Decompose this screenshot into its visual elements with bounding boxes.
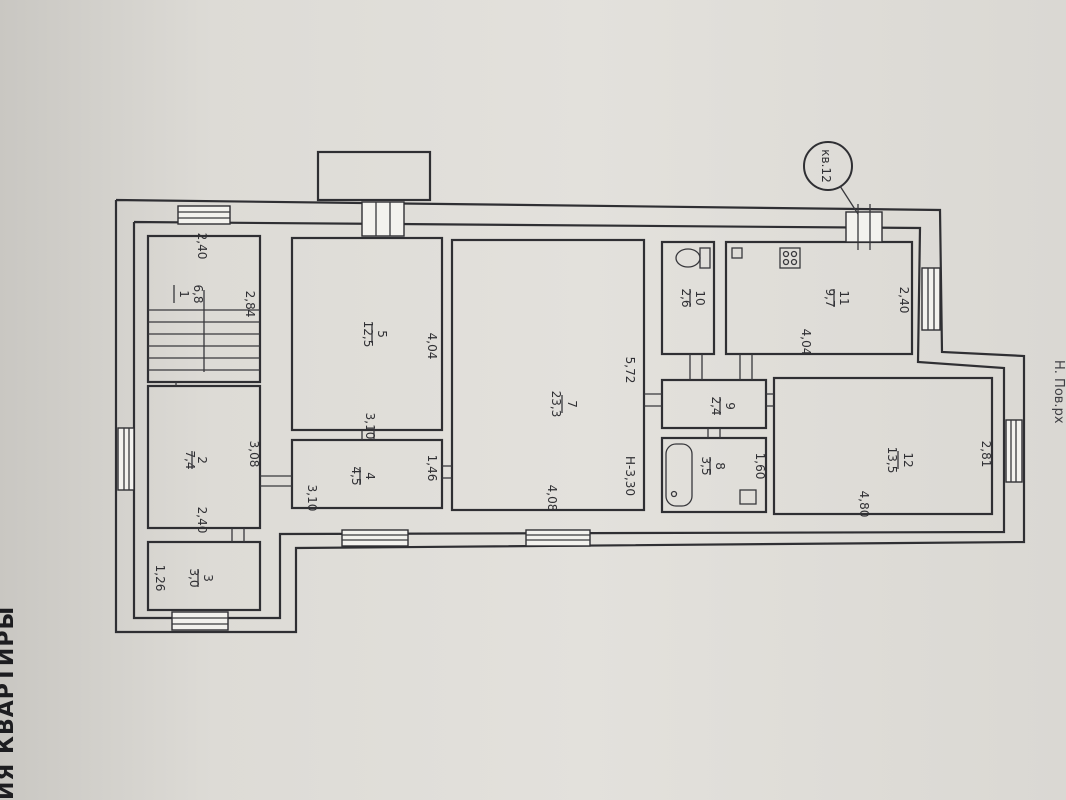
room-walls xyxy=(146,234,994,612)
room-number: 1 xyxy=(177,290,191,298)
room-number: 8 xyxy=(713,462,727,470)
room-area: 12,5 xyxy=(361,321,375,348)
entrance-door-top-right xyxy=(845,204,883,250)
room-area: 6,8 xyxy=(191,284,205,303)
dimension-label: 4,80 xyxy=(857,491,871,518)
room-number: 11 xyxy=(837,290,851,305)
window-left-room-2 xyxy=(117,427,135,491)
room-number: 7 xyxy=(565,400,579,408)
dimension-label: 1,60 xyxy=(753,453,767,480)
dimension-label: 4,08 xyxy=(545,485,559,512)
windows xyxy=(117,201,1023,631)
apartment-badge: кв.12 xyxy=(803,141,859,215)
right-edge-text-fragment: Н. Пов.рх xyxy=(1051,360,1066,424)
room-4-walls xyxy=(290,438,444,510)
dimension-label: 3,10 xyxy=(363,413,377,440)
room-area: 3,0 xyxy=(187,568,201,587)
room-9-walls xyxy=(660,378,768,430)
sink-icon xyxy=(731,247,743,259)
stairs xyxy=(148,290,260,372)
room-area: 23,3 xyxy=(549,391,563,418)
window-bottom-room-3 xyxy=(171,611,229,631)
room-number: 12 xyxy=(901,452,915,467)
dimension-label: 1,46 xyxy=(425,455,439,482)
dimension-label: 2,81 xyxy=(979,441,993,468)
stove-icon xyxy=(779,247,801,269)
room-number: 10 xyxy=(693,290,707,305)
dimension-label: 2,40 xyxy=(195,507,209,534)
margin-heading-fragment: ИЯ КВАРТИРЫ xyxy=(0,605,18,800)
inner-wall-outline xyxy=(132,220,1006,620)
room-area: 2,6 xyxy=(679,288,693,307)
dimension-label: 2,40 xyxy=(195,233,209,260)
toilet-icon xyxy=(675,247,711,269)
room-area: 9,7 xyxy=(823,288,837,307)
window-room-11 xyxy=(921,267,941,331)
room-8-walls xyxy=(660,436,768,514)
room-number: 3 xyxy=(201,574,215,582)
window-top-left xyxy=(177,205,231,225)
room-area: 7,4 xyxy=(183,450,197,469)
dimension-label: 1,26 xyxy=(153,565,167,592)
room-5-walls xyxy=(290,236,444,432)
room-1-walls xyxy=(146,234,262,384)
window-bottom-room-4 xyxy=(341,529,409,547)
outer-walls xyxy=(114,150,1026,634)
washbasin-icon xyxy=(739,489,757,505)
dimension-label: 3,10 xyxy=(305,485,319,512)
balcony xyxy=(316,150,432,202)
room-area: 13,5 xyxy=(885,447,899,474)
room-2-walls xyxy=(146,384,262,530)
room-11-walls xyxy=(724,240,914,356)
dimension-labels: 2,40 2,84 3,08 2,40 1,26 3,10 3,10 1,46 … xyxy=(153,233,993,592)
room-7-walls xyxy=(450,238,646,512)
room-12-walls xyxy=(772,376,994,516)
room-area: 3,5 xyxy=(699,456,713,475)
room-area: 2,4 xyxy=(709,396,723,415)
window-balcony-door xyxy=(361,201,405,237)
window-room-12 xyxy=(1005,419,1023,483)
fixtures xyxy=(665,247,801,507)
dimension-label: 2,40 xyxy=(897,287,911,314)
bathtub-icon xyxy=(665,443,693,507)
room-number: 9 xyxy=(723,402,737,410)
room-10-walls xyxy=(660,240,716,356)
room-labels: 1 6,8 2 7,4 3 3,0 4 4,5 5 12,5 7 23,3 8 … xyxy=(173,284,915,588)
window-bottom-room-7 xyxy=(525,529,591,547)
dimension-label: 5,72 xyxy=(623,357,637,384)
ceiling-height-label: Н-3,30 xyxy=(623,456,637,496)
room-3-walls xyxy=(146,540,262,612)
dimension-label: 2,84 xyxy=(243,291,257,318)
room-number: 2 xyxy=(195,456,209,464)
dimension-label: 4,04 xyxy=(425,333,439,360)
dimension-label: 3,08 xyxy=(247,441,261,468)
outer-wall-outline xyxy=(114,198,1026,634)
room-area: 4,5 xyxy=(349,466,363,485)
apartment-label: кв.12 xyxy=(819,149,833,182)
room-number: 4 xyxy=(363,472,377,480)
dimension-label: 4,04 xyxy=(799,329,813,356)
door-marks xyxy=(175,354,774,542)
room-number: 5 xyxy=(375,330,389,338)
